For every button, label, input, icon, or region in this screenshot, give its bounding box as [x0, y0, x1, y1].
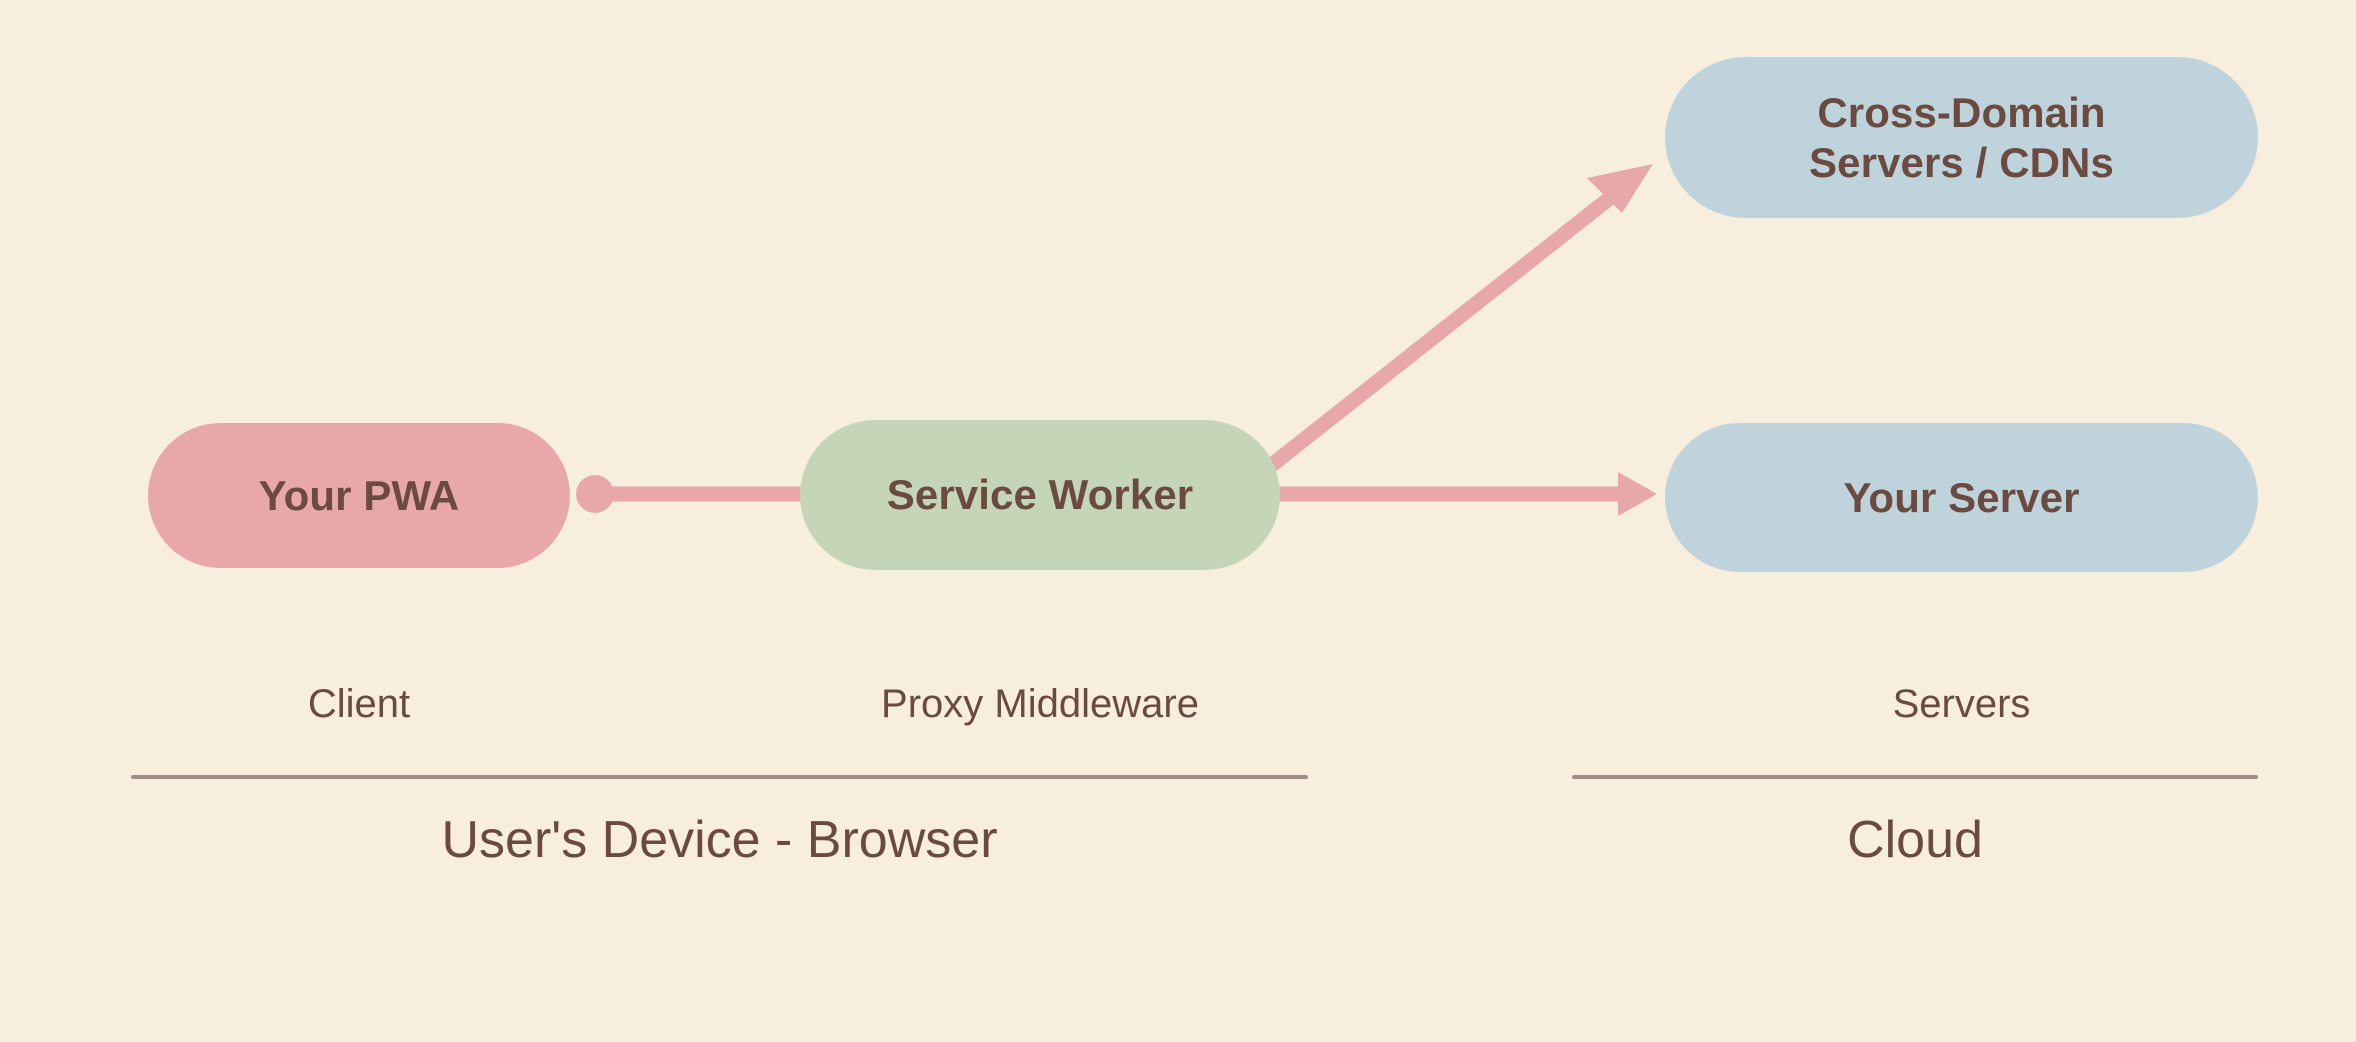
zone-title-cloud: Cloud	[1847, 811, 1983, 869]
zone-caption-proxy-middleware: Proxy Middleware	[881, 682, 1199, 726]
zone-divider-device	[131, 775, 1308, 779]
zone-title-user-device-browser: User's Device - Browser	[441, 811, 998, 869]
node-your-pwa-label: Your PWA	[258, 471, 460, 519]
zone-divider-cloud	[1572, 775, 2258, 779]
node-your-server[interactable]: Your Server	[1665, 423, 2258, 572]
node-your-pwa[interactable]: Your PWA	[148, 423, 570, 568]
edge-service-worker-to-your-server	[1278, 472, 1657, 516]
node-service-worker-label: Service Worker	[886, 471, 1194, 519]
node-your-server-label: Your Server	[1843, 473, 2080, 521]
node-cross-domain-servers[interactable]: Cross-Domain Servers / CDNs	[1665, 57, 2258, 218]
node-cross-domain-servers-label: Cross-Domain Servers / CDNs	[1809, 88, 2114, 186]
edge-pwa-to-service-worker	[576, 475, 812, 513]
zone-caption-client: Client	[307, 682, 411, 726]
node-service-worker[interactable]: Service Worker	[800, 420, 1280, 570]
edge-service-worker-to-cross-domain	[1263, 164, 1653, 474]
zone-caption-servers: Servers	[1892, 682, 2031, 726]
